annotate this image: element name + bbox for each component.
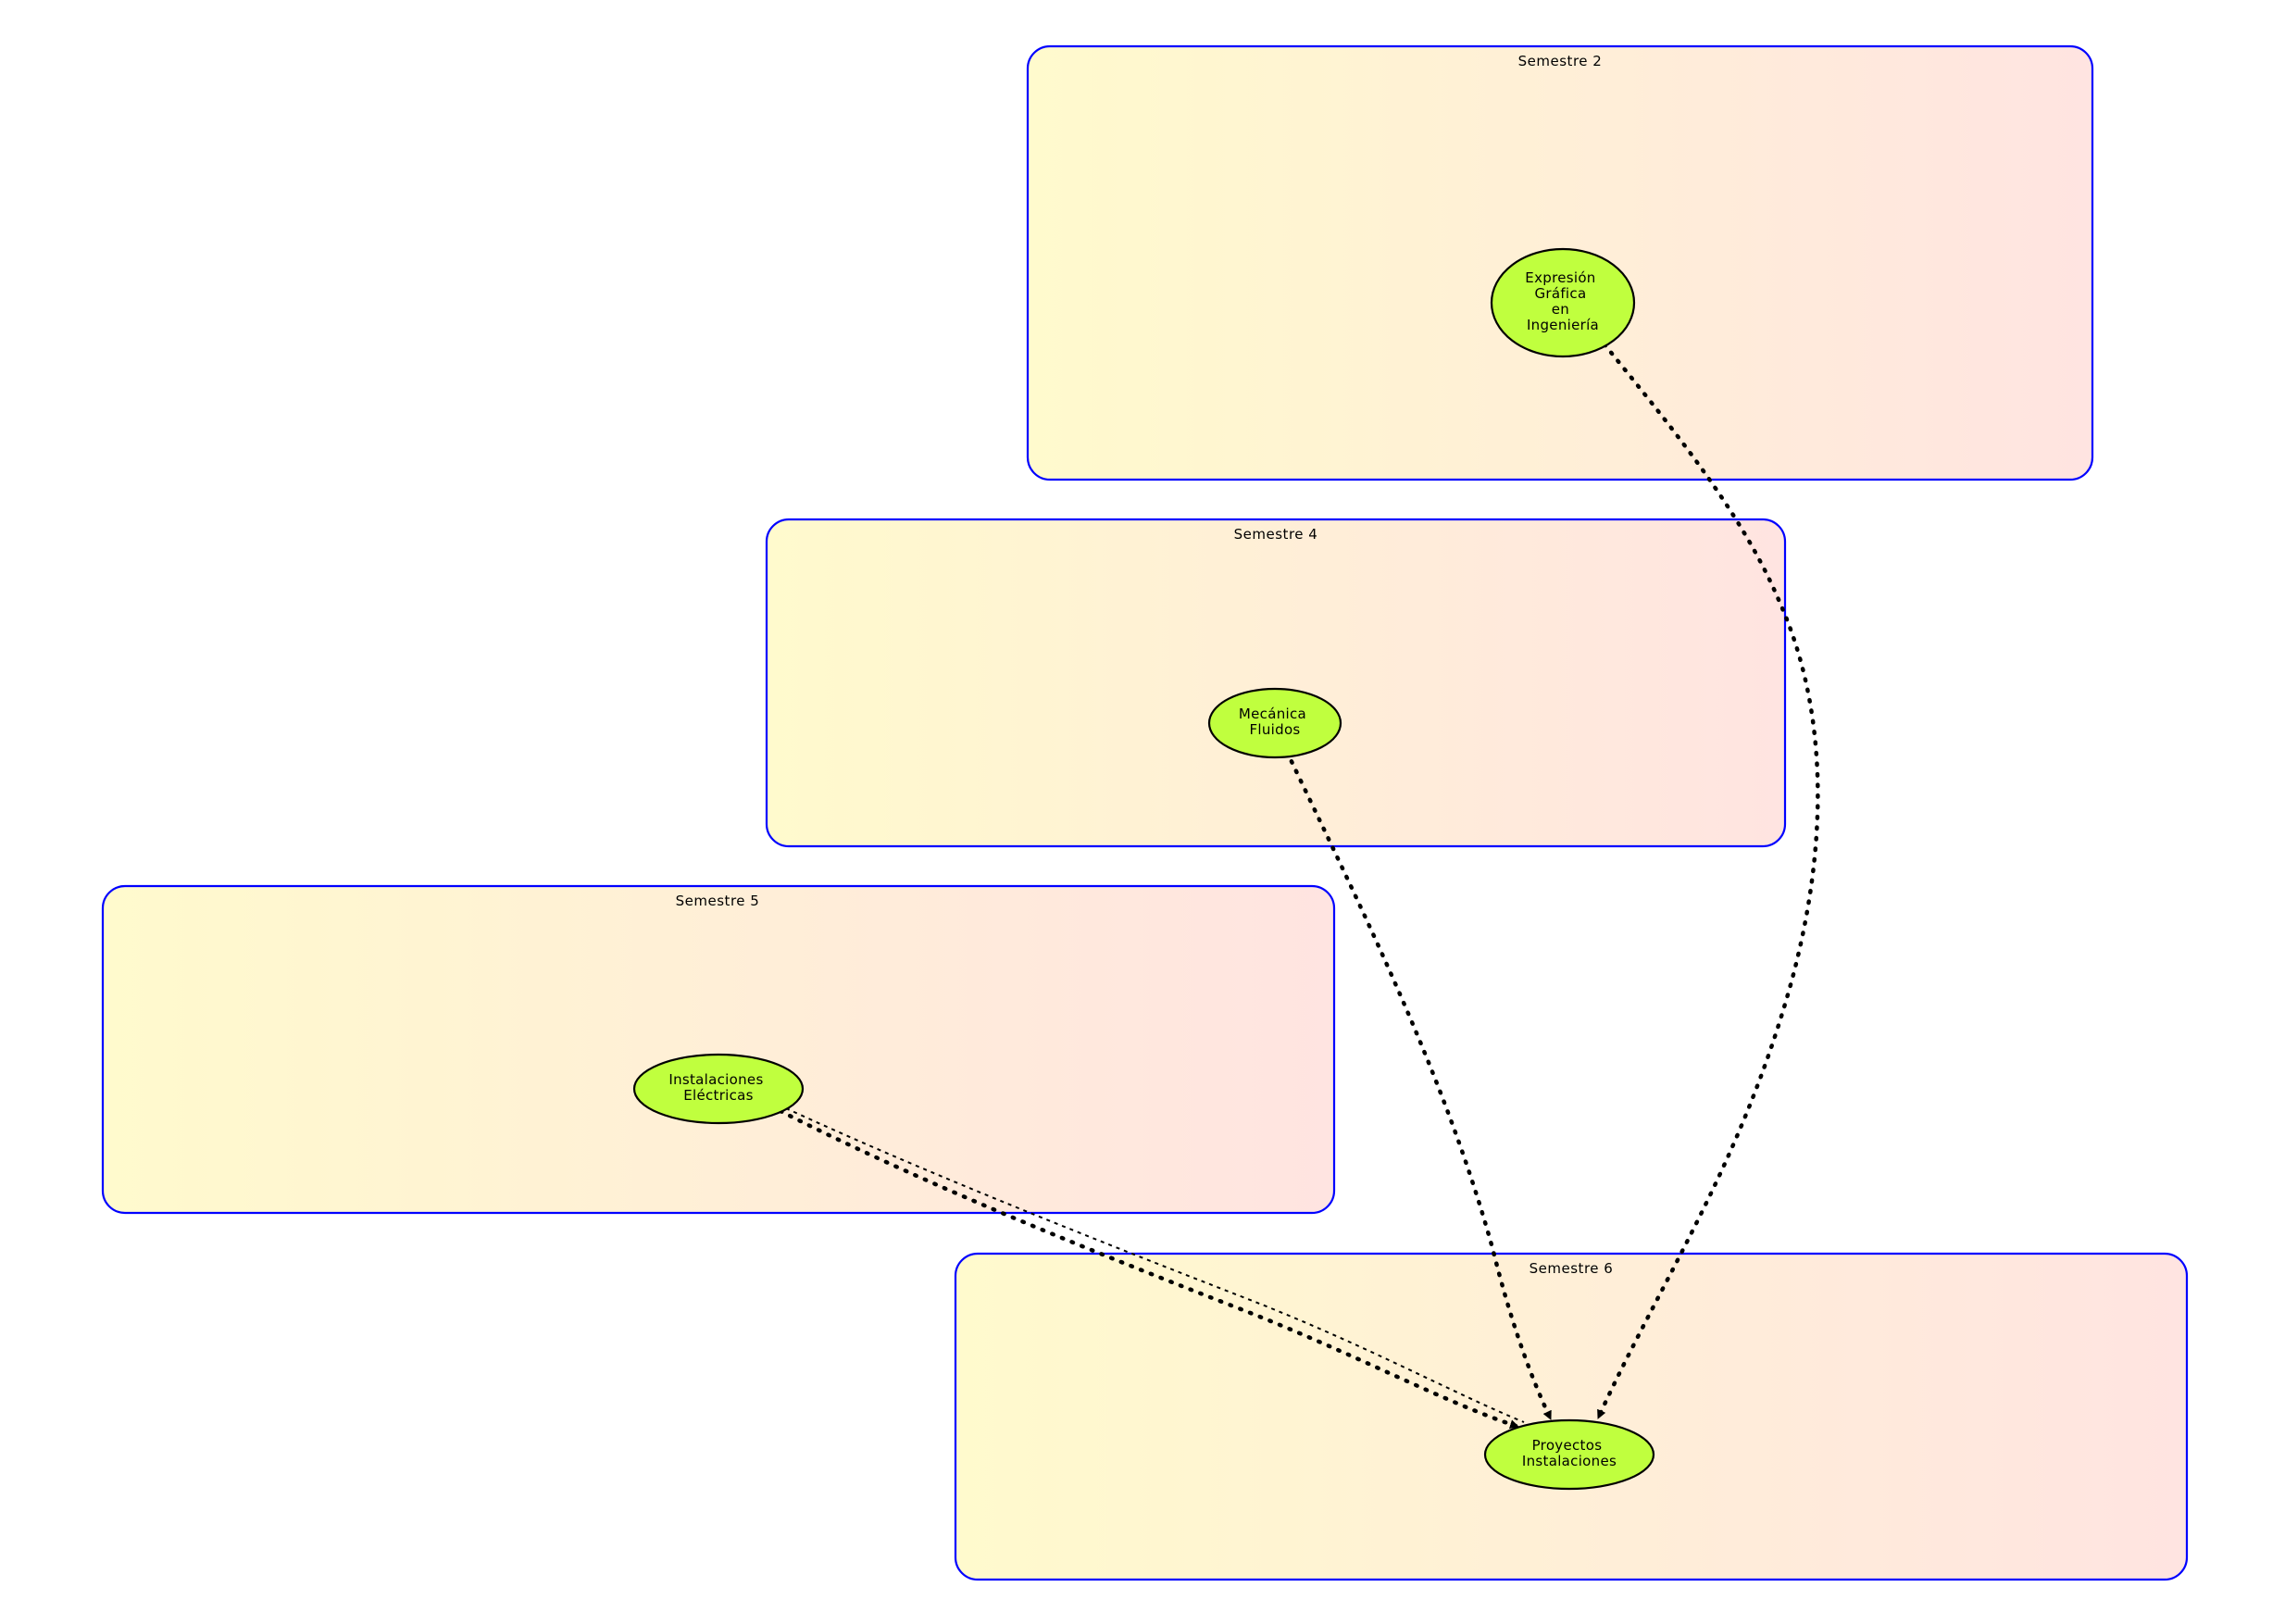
cluster-label: Semestre 5 [676, 893, 760, 909]
cluster-label: Semestre 2 [1518, 53, 1603, 69]
edge-instalaciones-to-proyectos [778, 1108, 1521, 1430]
node-label-line: Mecánica [1239, 706, 1306, 722]
node-shape[interactable] [1209, 689, 1341, 757]
node-label-line: Proyectos [1532, 1437, 1603, 1454]
cluster-semestre-5: Semestre 5 [101, 884, 1336, 1215]
cluster-box [765, 518, 1787, 848]
node-label: Instalaciones Eléctricas [668, 1071, 768, 1104]
edge-expresion-to-proyectos [1595, 342, 1820, 1421]
node-label: Mecánica Fluidos [1239, 706, 1311, 738]
cluster-label: Semestre 6 [1530, 1260, 1614, 1277]
edge-instalaciones-to-proyectos-thin [785, 1107, 1525, 1423]
node-shape[interactable] [634, 1055, 803, 1123]
cluster-semestre-6: Semestre 6 [954, 1252, 2189, 1581]
node-shape[interactable] [1492, 249, 1634, 356]
node-label-line: Fluidos [1249, 721, 1300, 738]
edge-mecanica-to-proyectos [1284, 749, 1554, 1422]
node-label-line: Instalaciones [1522, 1453, 1617, 1469]
cluster-box [954, 1252, 2189, 1581]
node-label-line: Eléctricas [683, 1087, 754, 1104]
node-outline [1483, 1418, 1655, 1491]
node-proyectos-instalaciones[interactable]: Proyectos Instalaciones [1483, 1418, 1655, 1491]
node-label-line: Expresión [1525, 269, 1595, 286]
node-label-line: Instalaciones [668, 1071, 763, 1088]
node-outline [1207, 687, 1342, 759]
node-outline [1490, 247, 1636, 358]
node-label: Proyectos Instalaciones [1522, 1437, 1617, 1469]
node-label-line: Ingeniería [1527, 317, 1599, 333]
cluster-label: Semestre 4 [1234, 526, 1318, 543]
node-label-line: Gráfica [1534, 285, 1586, 302]
node-label-line: en [1552, 301, 1569, 318]
cluster-semestre-4: Semestre 4 [765, 518, 1787, 848]
cluster-box [101, 884, 1336, 1215]
node-mecanica-fluidos[interactable]: Mecánica Fluidos [1207, 687, 1342, 759]
node-shape[interactable] [1485, 1420, 1654, 1489]
node-outline [632, 1053, 805, 1125]
node-instalaciones-electricas[interactable]: Instalaciones Eléctricas [632, 1053, 805, 1125]
node-label: Expresión Gráfica en Ingeniería [1525, 269, 1600, 333]
node-expresion-grafica[interactable]: Expresión Gráfica en Ingeniería [1490, 247, 1636, 358]
edges [778, 342, 1820, 1430]
